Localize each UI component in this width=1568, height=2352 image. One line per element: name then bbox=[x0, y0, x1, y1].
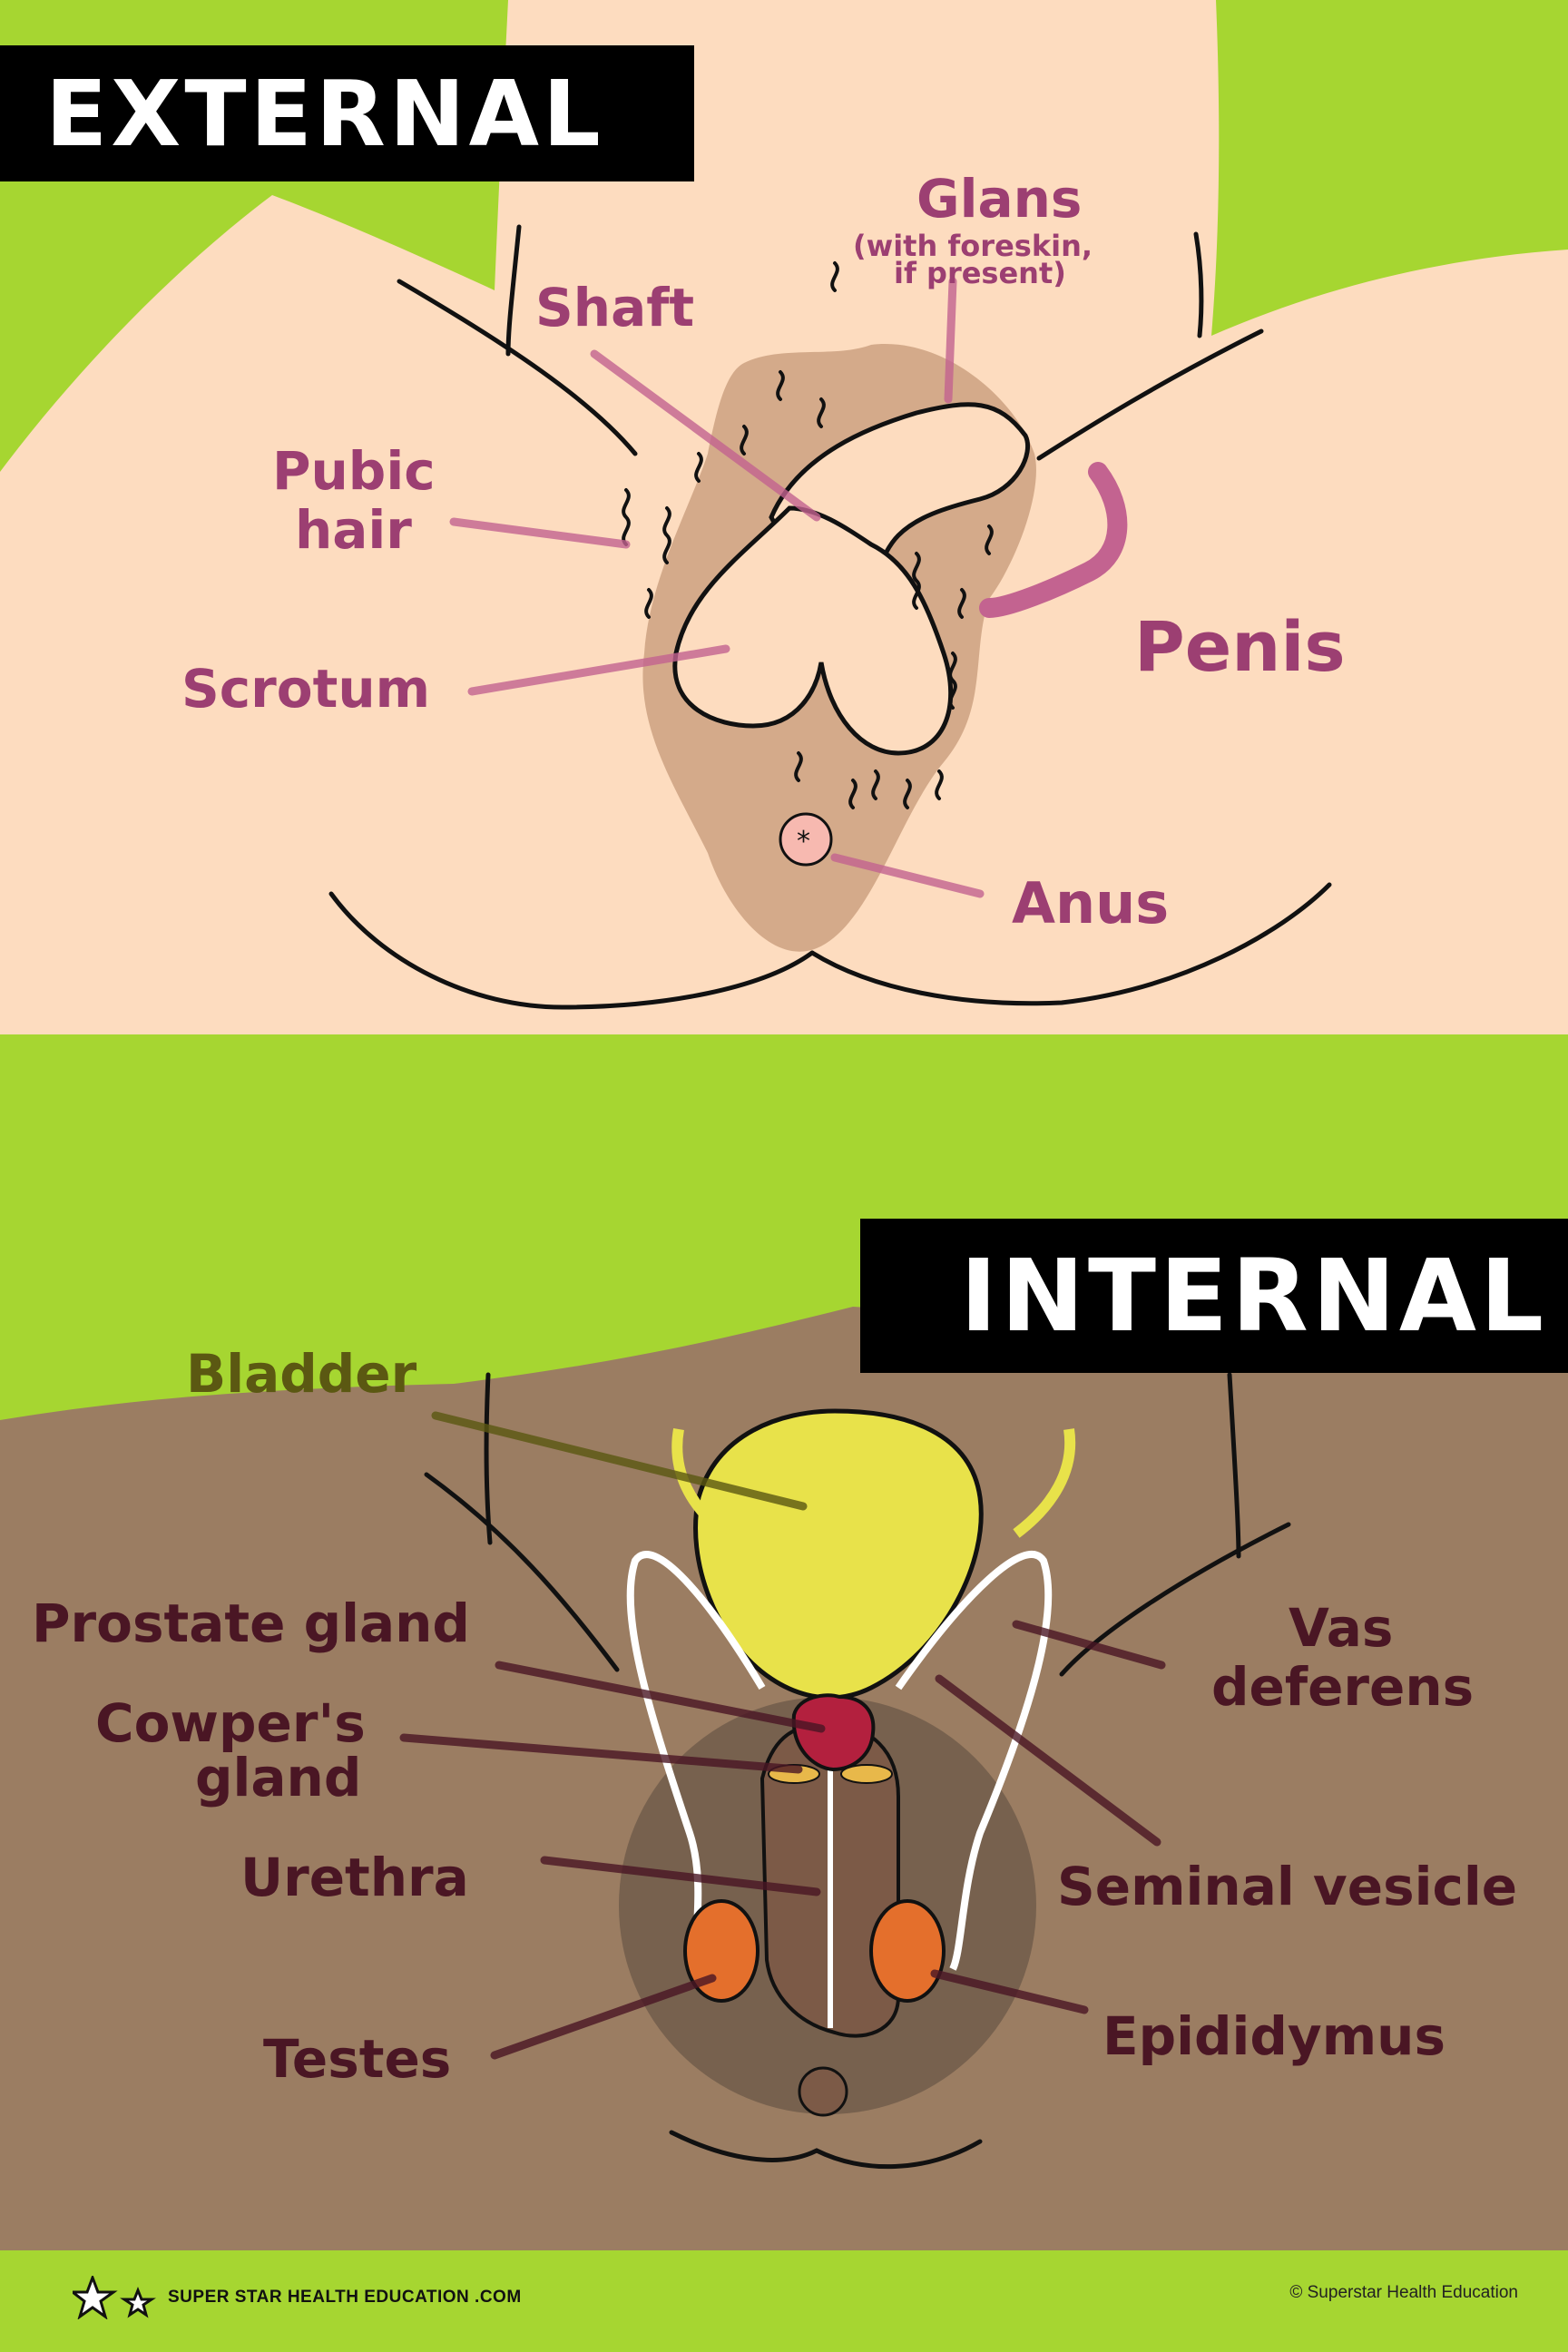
label-glans: Glans bbox=[916, 168, 1083, 230]
label-shaft: Shaft bbox=[535, 277, 695, 338]
label-prostate-gland: Prostate gland bbox=[32, 1592, 470, 1654]
vas-deferens-right bbox=[895, 1551, 1053, 1971]
right-buttock-line bbox=[809, 882, 1332, 1006]
label-pubic-hair-line1: Pubic bbox=[272, 440, 436, 502]
footer-copyright: © Superstar Health Education bbox=[1289, 2283, 1518, 2302]
star-icon bbox=[73, 2276, 156, 2319]
label-epididymus: Epididymus bbox=[1102, 2005, 1446, 2067]
footer-brand: SUPER STAR HEALTH EDUCATION .COM bbox=[73, 2276, 522, 2319]
hair-squiggles bbox=[622, 261, 994, 809]
anus-internal bbox=[798, 2066, 848, 2117]
prostate-shape bbox=[791, 1693, 876, 1772]
internal-right-thigh bbox=[1059, 1522, 1291, 1677]
internal-leader-lines bbox=[399, 1411, 1166, 2060]
label-vas-deferens-line1: Vas bbox=[1289, 1597, 1394, 1659]
cowpers-gland-right bbox=[840, 1764, 893, 1784]
left-torso-line bbox=[505, 224, 522, 357]
label-vas-deferens-line2: deferens bbox=[1211, 1656, 1475, 1718]
label-scrotum: Scrotum bbox=[181, 658, 431, 720]
label-seminal-vesicle: Seminal vesicle bbox=[1057, 1856, 1518, 1917]
internal-left-torso bbox=[484, 1372, 493, 1545]
label-penis: Penis bbox=[1134, 606, 1346, 687]
ureter-left bbox=[671, 1427, 730, 1538]
internal-buttock-line bbox=[669, 2130, 983, 2170]
label-glans-note-line1: (with foreskin, bbox=[853, 229, 1093, 263]
penis-callout-curve bbox=[979, 462, 1128, 618]
label-pubic-hair-line2: hair bbox=[295, 499, 412, 561]
testis-right bbox=[869, 1899, 946, 2003]
label-anus: Anus bbox=[1012, 870, 1170, 936]
right-thigh-line bbox=[1036, 328, 1264, 461]
label-cowpers-gland-line2: gland bbox=[195, 1747, 362, 1808]
label-testes: Testes bbox=[263, 2028, 452, 2090]
external-heading: EXTERNAL bbox=[0, 45, 694, 181]
label-bladder: Bladder bbox=[186, 1343, 417, 1405]
label-glans-note-line2: if present) bbox=[894, 256, 1066, 290]
internal-illustration bbox=[0, 1307, 1568, 2250]
label-cowpers-gland-line1: Cowper's bbox=[95, 1692, 366, 1754]
internal-right-torso bbox=[1227, 1372, 1241, 1559]
ureter-right bbox=[1013, 1428, 1076, 1538]
left-buttock-line bbox=[328, 891, 815, 1010]
anus-mark: * bbox=[797, 826, 810, 858]
testis-left bbox=[683, 1899, 760, 2003]
internal-heading: INTERNAL bbox=[860, 1219, 1568, 1373]
left-thigh-line bbox=[397, 279, 638, 456]
label-urethra: Urethra bbox=[240, 1847, 469, 1908]
internal-left-thigh bbox=[424, 1472, 620, 1672]
anus-shape bbox=[779, 812, 833, 867]
external-illustration: * bbox=[0, 0, 1568, 1034]
footer-brand-text: SUPER STAR HEALTH EDUCATION .COM bbox=[168, 2288, 522, 2307]
vas-deferens-left bbox=[626, 1551, 766, 1971]
right-torso-line bbox=[1193, 231, 1204, 338]
external-leader-lines bbox=[449, 277, 985, 898]
